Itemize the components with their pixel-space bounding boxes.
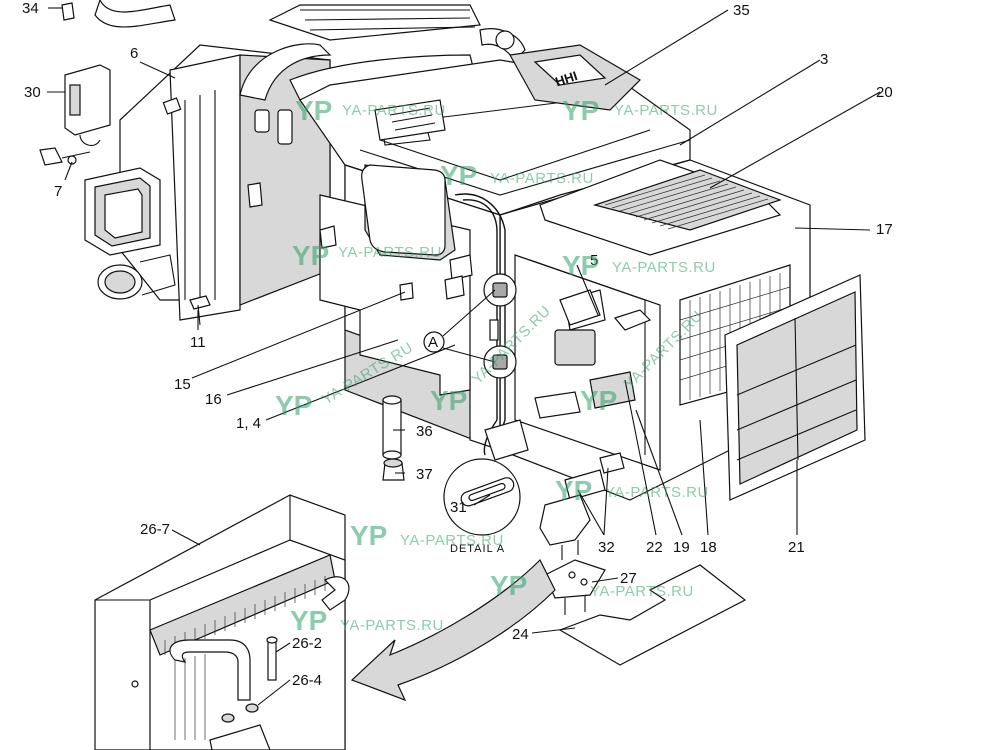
label-30: 30 [24, 84, 41, 101]
watermark: YP YA-PARTS.RU [562, 250, 716, 281]
watermark: YP YA-PARTS.RU [490, 570, 694, 601]
svg-text:YP: YP [292, 240, 329, 271]
label-7: 7 [54, 183, 62, 200]
label-11: 11 [190, 334, 206, 351]
svg-text:YP: YP [580, 385, 617, 416]
watermark: YP YA-PARTS.RU [290, 605, 444, 636]
svg-text:YP: YP [490, 570, 527, 601]
label-31: 31 [450, 499, 467, 516]
leader-lines [47, 7, 881, 706]
label-19: 19 [673, 539, 690, 556]
watermark: YP YA-PARTS.RU [440, 160, 594, 191]
detail-a-caption: DETAIL A [450, 543, 505, 555]
svg-text:YP: YP [295, 95, 332, 126]
label-5: 5 [590, 252, 598, 269]
svg-text:YP: YP [275, 390, 312, 421]
watermark: YP YA-PARTS.RU [562, 95, 718, 126]
svg-text:YA-PARTS.RU: YA-PARTS.RU [612, 259, 716, 276]
watermark: YP YA-PARTS.RU [555, 475, 709, 506]
label-20: 20 [876, 84, 893, 101]
label-16: 16 [205, 391, 222, 408]
label-26-2: 26-2 [292, 635, 322, 652]
watermark: YP YA-PARTS.RU [295, 95, 446, 126]
svg-text:YP: YP [290, 605, 327, 636]
svg-text:YA-PARTS.RU: YA-PARTS.RU [614, 102, 718, 119]
label-24: 24 [512, 626, 529, 643]
label-1-4: 1, 4 [236, 415, 261, 432]
svg-text:YP: YP [430, 385, 467, 416]
tube-harness [247, 182, 517, 459]
svg-text:YA-PARTS.RU: YA-PARTS.RU [400, 532, 504, 549]
watermark: YP YA-PARTS.RU [350, 520, 504, 551]
evaporator-assembly [94, 494, 350, 750]
part-labels: 34 6 30 7 11 15 16 1, 4 36 37 35 3 20 17… [22, 0, 893, 689]
brand-plate-text: HHI [553, 68, 579, 89]
callout-a-label: A [428, 334, 438, 351]
svg-text:YP: YP [562, 250, 599, 281]
small-components [39, 2, 747, 666]
svg-text:YA-PARTS.RU: YA-PARTS.RU [342, 102, 446, 119]
direction-arrow [350, 558, 556, 702]
label-15: 15 [174, 376, 191, 393]
label-17: 17 [876, 221, 893, 238]
label-34: 34 [22, 0, 39, 17]
label-6: 6 [130, 45, 138, 62]
label-26-4: 26-4 [292, 672, 322, 689]
svg-text:YA-PARTS.RU: YA-PARTS.RU [340, 617, 444, 634]
svg-text:YA-PARTS.RU: YA-PARTS.RU [590, 583, 694, 600]
label-26-7: 26-7 [140, 521, 170, 538]
svg-text:YA-PARTS.RU: YA-PARTS.RU [490, 170, 594, 187]
label-35: 35 [733, 2, 750, 19]
label-36: 36 [416, 423, 433, 440]
label-22: 22 [646, 539, 663, 556]
label-32: 32 [598, 539, 615, 556]
label-18: 18 [700, 539, 717, 556]
air-filter-frame [724, 274, 866, 501]
label-21: 21 [788, 539, 805, 556]
svg-text:YP: YP [562, 95, 599, 126]
svg-text:YP: YP [440, 160, 477, 191]
label-27: 27 [620, 570, 637, 587]
watermark: YP YA-PARTS.RU [292, 240, 442, 271]
svg-text:YP: YP [350, 520, 387, 551]
svg-text:YA-PARTS.RU: YA-PARTS.RU [338, 244, 442, 261]
label-3: 3 [820, 51, 828, 68]
svg-text:YA-PARTS.RU: YA-PARTS.RU [605, 484, 709, 501]
label-37: 37 [416, 466, 433, 483]
blower-duct-housing [84, 44, 331, 321]
svg-text:YP: YP [555, 475, 592, 506]
